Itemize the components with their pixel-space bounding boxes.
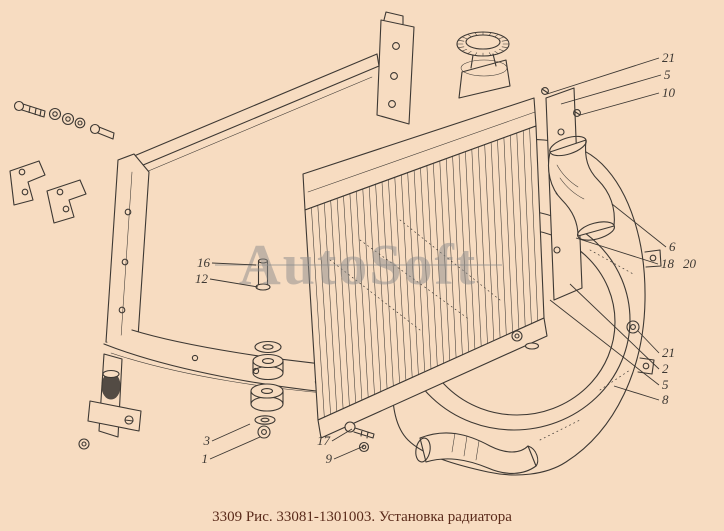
bolt-head [13,100,25,112]
screw [541,87,549,95]
drain-bolt [344,421,375,453]
bracket [9,160,46,206]
washer [254,340,282,354]
callout-9: 9 [326,451,333,466]
foot-bracket [87,400,142,432]
callout-17: 17 [317,433,331,448]
washer [61,112,75,126]
radiator-cap [456,31,510,69]
callout-5: 5 [664,67,671,82]
nut [626,320,640,334]
radiator [302,31,548,439]
frame-top-rail [133,53,378,157]
callout-leader-2 [569,283,660,370]
bracket [46,179,87,224]
callout-12: 12 [195,271,209,286]
filler-neck [458,59,511,99]
callout-leader-5 [560,74,662,105]
cushion [252,353,284,369]
callout-leader-9 [333,445,365,460]
nut [511,330,523,342]
callout-3: 3 [203,433,211,448]
callout-leader-17 [331,428,353,442]
mounting-cushions [250,340,284,439]
frame-top-plate [376,19,415,125]
washer [524,342,540,350]
callout-leader-21 [546,57,660,95]
callout-20: 20 [683,256,697,271]
core-fins [311,128,538,418]
callout-1: 1 [202,451,209,466]
screw [573,109,581,117]
callout-leader-10 [579,92,660,116]
washer [74,117,86,129]
cushion [250,383,284,399]
callout-21: 21 [662,345,675,360]
watermark: AutoSoft [215,232,502,297]
callout-leader-18 [575,237,659,265]
radiator-frame [78,11,415,450]
bolt-head [344,421,356,433]
callout-leader-3 [211,423,251,442]
washer [254,415,276,425]
frame-left-upright [105,153,150,353]
figure-caption: 3309 Рис. 33081-1301003. Установка радиа… [212,509,512,525]
callout-21: 21 [662,50,675,65]
bolt-head [89,123,101,135]
callout-leader-6 [611,203,667,248]
nut [358,441,370,453]
nut [257,425,271,439]
washer [48,107,62,121]
callout-8: 8 [662,392,669,407]
shroud-tab [637,357,655,375]
callout-leader-12 [209,278,259,288]
cap-ribs [456,31,510,57]
fastener-parts [9,100,115,224]
callout-leader-8 [613,385,660,401]
callout-10: 10 [662,85,676,100]
upper-hose [547,135,616,241]
callout-2: 2 [662,361,669,376]
shroud-tab [644,249,662,268]
callout-leader-5 [549,299,660,386]
watermark-text: AutoSoft [239,232,477,297]
nut [78,438,90,450]
callout-5: 5 [662,377,669,392]
callout-leader-21 [637,330,660,354]
callout-leader-1 [209,436,261,460]
callout-16: 16 [197,255,211,270]
radiator-bottom-tank [317,317,548,439]
callout-18: 18 [661,256,675,271]
lower-hose [415,432,539,474]
callout-6: 6 [669,239,676,254]
callout-leader-16 [211,262,257,266]
